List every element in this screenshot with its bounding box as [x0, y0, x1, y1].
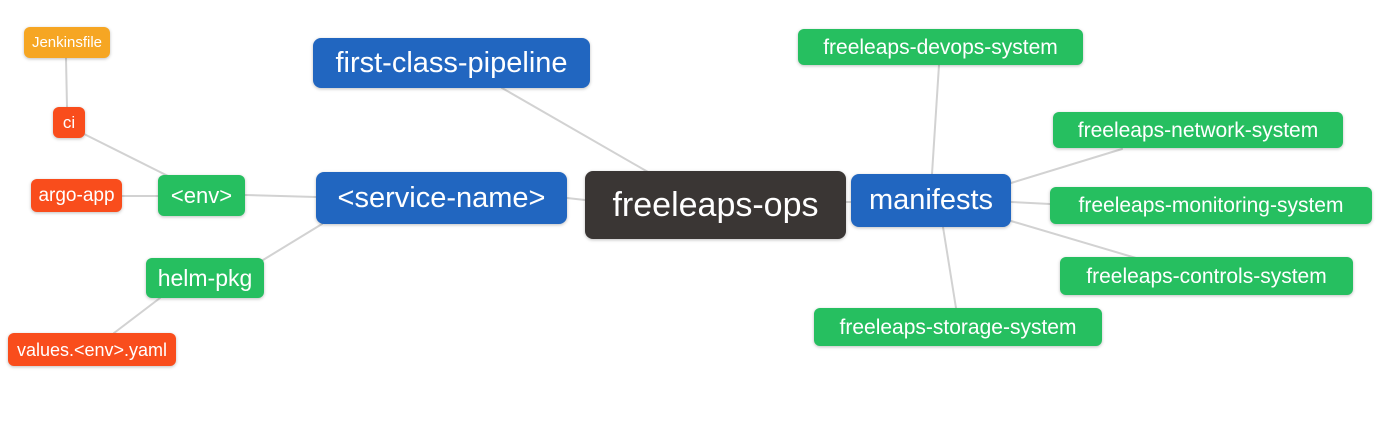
edge-manifests-monitoring-system [1010, 201, 1051, 205]
node-freeleaps-monitoring-system[interactable]: freeleaps-monitoring-system [1050, 187, 1372, 224]
node-freeleaps-network-system[interactable]: freeleaps-network-system [1053, 112, 1343, 148]
node-freeleaps-storage-system[interactable]: freeleaps-storage-system [814, 308, 1102, 346]
edge-manifests-controls-system [1010, 220, 1137, 259]
node-service-name[interactable]: <service-name> [316, 172, 567, 224]
edge-helm-pkg-service-name [262, 223, 323, 261]
node-argo-app[interactable]: argo-app [31, 179, 122, 212]
edge-first-class-pipeline-ops [501, 87, 649, 173]
node-helm-pkg[interactable]: helm-pkg [146, 258, 264, 298]
edge-manifests-devops-system [931, 64, 940, 175]
edge-service-name-ops [566, 197, 586, 201]
node-first-class-pipeline[interactable]: first-class-pipeline [313, 38, 590, 88]
edge-manifests-storage-system [942, 226, 957, 309]
node-jenkinsfile[interactable]: Jenkinsfile [24, 27, 110, 58]
node-freeleaps-ops[interactable]: freeleaps-ops [585, 171, 846, 239]
edge-helm-pkg-values-env-yaml [113, 297, 161, 334]
edge-jenkinsfile-ci [65, 57, 68, 108]
node-freeleaps-devops-system[interactable]: freeleaps-devops-system [798, 29, 1083, 65]
edge-manifests-network-system [1010, 148, 1123, 184]
node-manifests[interactable]: manifests [851, 174, 1011, 227]
node-env[interactable]: <env> [158, 175, 245, 216]
node-freeleaps-controls-system[interactable]: freeleaps-controls-system [1060, 257, 1353, 295]
node-values-env-yaml[interactable]: values.<env>.yaml [8, 333, 176, 366]
edge-ci-env [83, 133, 171, 178]
node-ci[interactable]: ci [53, 107, 85, 138]
edge-env-service-name [244, 194, 317, 198]
